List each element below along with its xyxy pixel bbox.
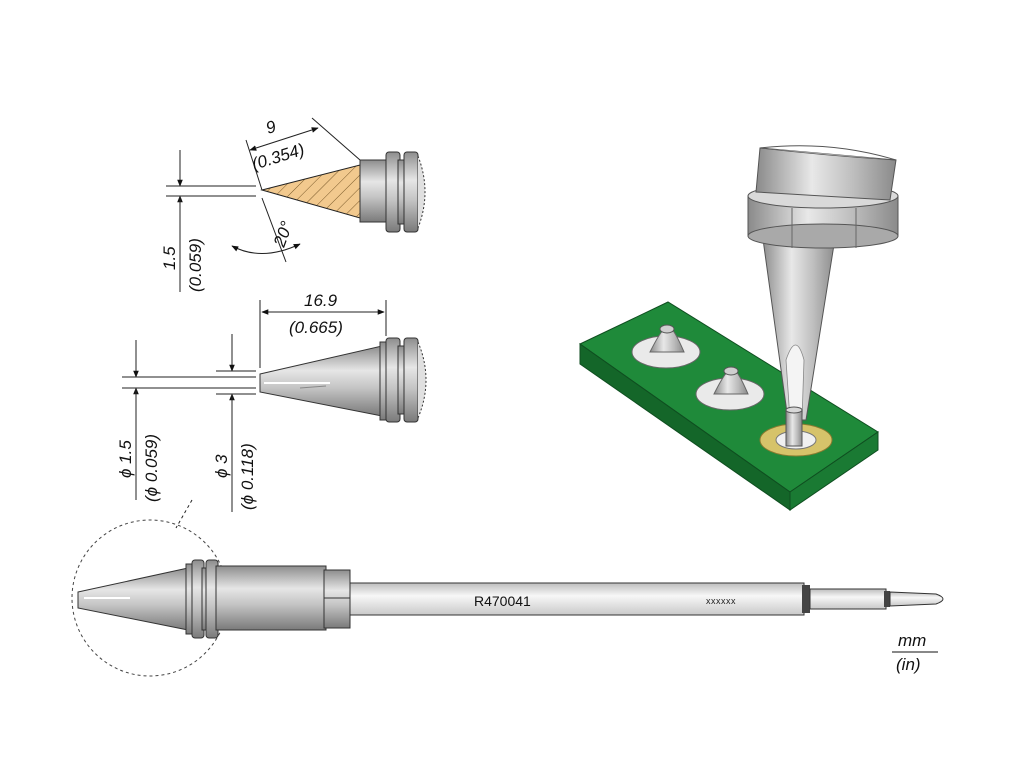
units-in: (in): [896, 655, 921, 674]
side-view: 9 (0.354) 20° 1.5 (0.059): [160, 117, 426, 292]
hatched-tip: [260, 164, 361, 219]
front-view: 16.9 (0.665) ϕ 1.5 (ϕ 0.059) ϕ 3 (ϕ 0.11…: [116, 291, 427, 512]
front-outer-dia-in: (ϕ 0.118): [238, 443, 257, 510]
side-tip-mm: 1.5: [160, 246, 179, 270]
application-illustration: [579, 145, 899, 511]
front-inner-dia-mm: ϕ 1.5: [116, 440, 135, 478]
front-outer-dia-mm: ϕ 3: [212, 454, 231, 478]
side-tip-in: (0.059): [186, 238, 205, 292]
full-tip-view: R470041 xxxxxx: [71, 499, 944, 677]
front-length-in: (0.665): [289, 318, 343, 337]
units-mm: mm: [898, 631, 926, 650]
side-length-in: (0.354): [250, 140, 307, 174]
units-legend: mm (in): [892, 631, 938, 674]
side-length-mm: 9: [264, 117, 279, 138]
front-length-mm: 16.9: [304, 291, 338, 310]
part-number-label: R470041: [474, 593, 531, 609]
front-inner-dia-in: (ϕ 0.059): [142, 434, 161, 502]
side-angle: 20°: [270, 219, 297, 251]
shaft-code-label: xxxxxx: [706, 596, 736, 606]
